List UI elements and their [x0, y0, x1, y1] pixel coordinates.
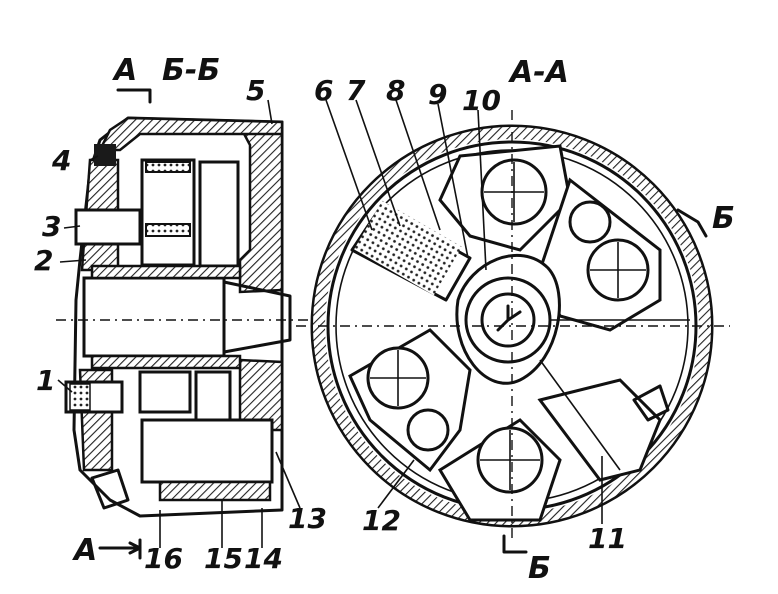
- pin-3: [74, 208, 142, 246]
- callout-8: 8: [386, 74, 405, 107]
- callout-3: 3: [42, 210, 61, 243]
- housing-right-wall-lower: [238, 358, 284, 432]
- callout-7: 7: [346, 74, 366, 107]
- callout-5: 5: [246, 74, 265, 107]
- section-bb-view: [56, 88, 312, 560]
- label-b-bottom: Б: [528, 551, 551, 586]
- callout-15: 15: [204, 542, 243, 575]
- callout-10: 10: [462, 84, 501, 117]
- hub-key: [496, 304, 522, 332]
- lower-block: [194, 370, 232, 424]
- callout-12: 12: [362, 504, 401, 537]
- upper-gear-teeth-lower: [145, 223, 191, 237]
- callout-14: 14: [244, 542, 283, 575]
- label-section-bb: Б-Б: [162, 53, 220, 88]
- label-a-bottom: А: [72, 533, 97, 568]
- lower-gear: [138, 370, 192, 414]
- section-arrow-bottom-b: [502, 534, 528, 554]
- lower-roller-base: [158, 480, 272, 502]
- section-arrow-right: [676, 208, 708, 238]
- lower-roller: [140, 418, 274, 484]
- label-a-top: А: [112, 53, 137, 88]
- upper-gear-teeth: [145, 161, 191, 173]
- ring-notch: [632, 384, 670, 422]
- upper-block: [198, 160, 240, 268]
- top-cover: [97, 116, 284, 152]
- housing-right-wall: [238, 128, 284, 294]
- roller-right-small: [568, 200, 612, 244]
- callout-6: 6: [314, 74, 333, 107]
- callout-9: 9: [428, 78, 447, 111]
- leader-lines: [57, 99, 603, 548]
- callout-2: 2: [34, 244, 53, 277]
- callout-4: 4: [51, 144, 71, 177]
- label-b-right: Б: [712, 201, 735, 236]
- label-section-aa: А-А: [508, 55, 569, 90]
- bottom-bolt: [90, 468, 130, 510]
- callout-16: 16: [144, 542, 183, 575]
- shaft-taper: [222, 280, 292, 354]
- spring-coils: [354, 200, 462, 296]
- roller-left-small: [406, 408, 450, 452]
- section-arrow-top: [116, 88, 152, 104]
- section-aa-view: [296, 110, 730, 554]
- segment-right-lower: [537, 378, 662, 482]
- callout-11: 11: [588, 522, 627, 555]
- callout-1: 1: [36, 364, 55, 397]
- shaft-collar-top: [90, 264, 242, 280]
- callout-13: 13: [288, 502, 327, 535]
- upper-gear: [140, 158, 196, 267]
- labels: А Б-Б А-А А Б Б 5 4 3 2 1 6 7 8 9 10 13 …: [34, 53, 735, 586]
- pin-1-hatch: [69, 383, 91, 411]
- shaft-collar-bot: [90, 354, 242, 370]
- main-shaft: [82, 276, 226, 358]
- section-arrow-bottom: [98, 538, 142, 560]
- screw-4: [94, 144, 116, 166]
